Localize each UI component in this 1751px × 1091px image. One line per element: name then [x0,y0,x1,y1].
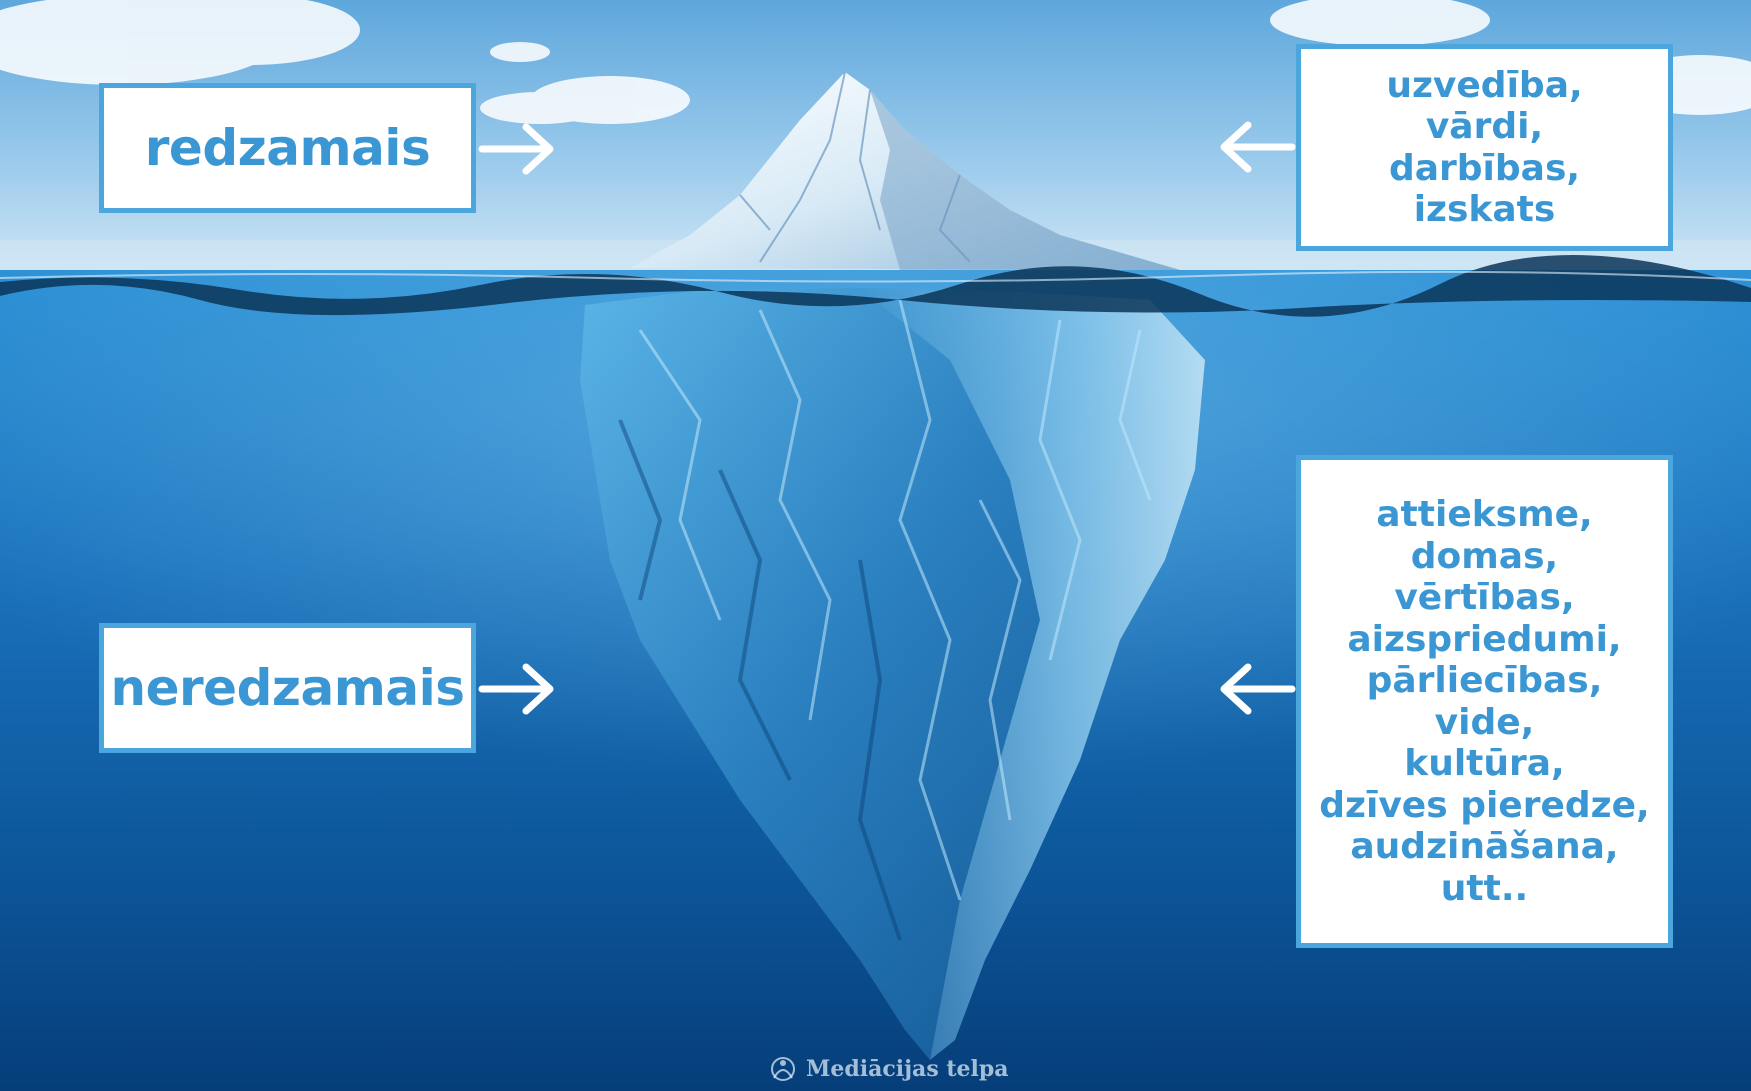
visible-trait: darbības, [1388,147,1581,189]
invisible-trait: utt.. [1440,867,1529,909]
invisible-trait: aizspriedumi, [1347,618,1622,660]
visible-label: redzamais [144,119,431,177]
arrow-right-icon [478,123,554,175]
arrow-right-icon [478,663,554,715]
iceberg-tip [630,71,1180,270]
invisible-trait: attieksme, [1376,494,1593,535]
invisible-trait: vērtības, [1394,577,1575,618]
invisible-trait: pārliecības, [1366,660,1603,701]
footer-watermark: Mediācijas telpa [768,1052,1009,1086]
invisible-trait: domas, [1410,535,1559,577]
visible-traits-box: uzvedība, vārdi, darbības, izskats [1296,44,1673,251]
visible-label-box: redzamais [99,83,476,213]
iceberg-underwater [580,288,1205,1060]
visible-trait: izskats [1413,189,1556,230]
invisible-trait: dzīves pieredze, [1319,784,1650,826]
invisible-label: neredzamais [110,659,465,717]
invisible-traits-box: attieksme, domas, vērtības, aizspriedumi… [1296,455,1673,948]
waterline [0,254,1751,317]
invisible-label-box: neredzamais [99,623,476,753]
invisible-trait: vide, [1434,701,1535,743]
visible-trait: uzvedība, [1386,64,1583,106]
footer-brand: Mediācijas telpa [806,1056,1009,1082]
invisible-trait: audzināšana, [1350,826,1619,867]
mediation-logo-icon [771,1057,795,1081]
arrow-left-icon [1220,663,1296,715]
arrow-left-icon [1220,121,1296,173]
visible-trait: vārdi, [1425,106,1544,147]
invisible-trait: kultūra, [1404,743,1565,784]
